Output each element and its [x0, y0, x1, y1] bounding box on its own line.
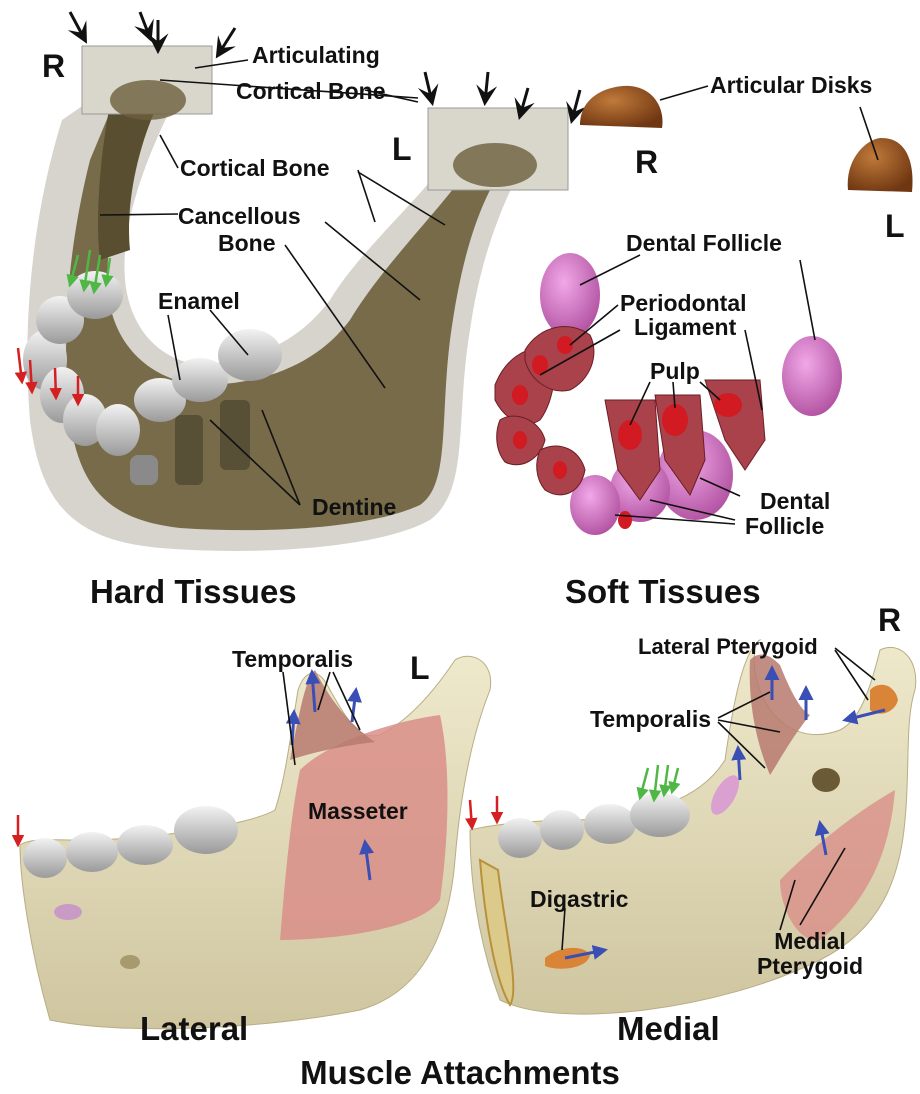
follicle-top-left	[540, 253, 600, 337]
footer-title: Muscle Attachments	[0, 1056, 920, 1089]
label-cancellous: Cancellous	[178, 205, 301, 228]
label-pulp: Pulp	[650, 360, 700, 383]
label-digastric: Digastric	[530, 888, 628, 911]
label-dental-follicle-top: Dental Follicle	[626, 232, 782, 255]
label-temporalis-lateral: Temporalis	[232, 648, 353, 671]
label-dentine: Dentine	[312, 496, 396, 519]
side-label-l-lateral: L	[410, 652, 430, 684]
label-articulating: Articulating	[252, 44, 380, 67]
heading-soft-tissues: Soft Tissues	[565, 575, 761, 608]
heading-hard-tissues: Hard Tissues	[90, 575, 297, 608]
label-temporalis-medial: Temporalis	[590, 708, 711, 731]
disk-label-r: R	[635, 146, 658, 178]
label-follicle: Follicle	[745, 515, 824, 538]
label-enamel: Enamel	[158, 290, 240, 313]
label-pterygoid: Pterygoid	[750, 955, 870, 978]
label-cancellous-bone: Bone	[218, 232, 276, 255]
articular-disk-r	[580, 86, 663, 128]
disk-label-l: L	[885, 210, 905, 242]
mandibular-foramen	[812, 768, 840, 792]
lateral-panel	[18, 656, 491, 1028]
label-masseter: Masseter	[308, 800, 408, 823]
side-label-r-medial: R	[878, 604, 901, 636]
label-dental: Dental	[760, 490, 830, 513]
label-lateral-pterygoid: Lateral Pterygoid	[638, 636, 818, 658]
label-ligament: Ligament	[634, 316, 736, 339]
heading-medial: Medial	[617, 1012, 720, 1045]
follicle-right	[782, 336, 842, 416]
side-label-r-hard: R	[42, 50, 65, 82]
label-articulating-cortical: Cortical Bone	[236, 80, 386, 103]
heading-lateral: Lateral	[140, 1012, 248, 1045]
label-periodontal: Periodontal	[620, 292, 747, 315]
label-medial: Medial	[760, 930, 860, 953]
articular-disk-l	[848, 138, 913, 192]
label-articular-disks: Articular Disks	[710, 74, 872, 97]
side-label-l-hard: L	[392, 133, 412, 165]
label-cortical-bone: Cortical Bone	[180, 157, 330, 180]
medial-red-arrows	[470, 796, 497, 828]
